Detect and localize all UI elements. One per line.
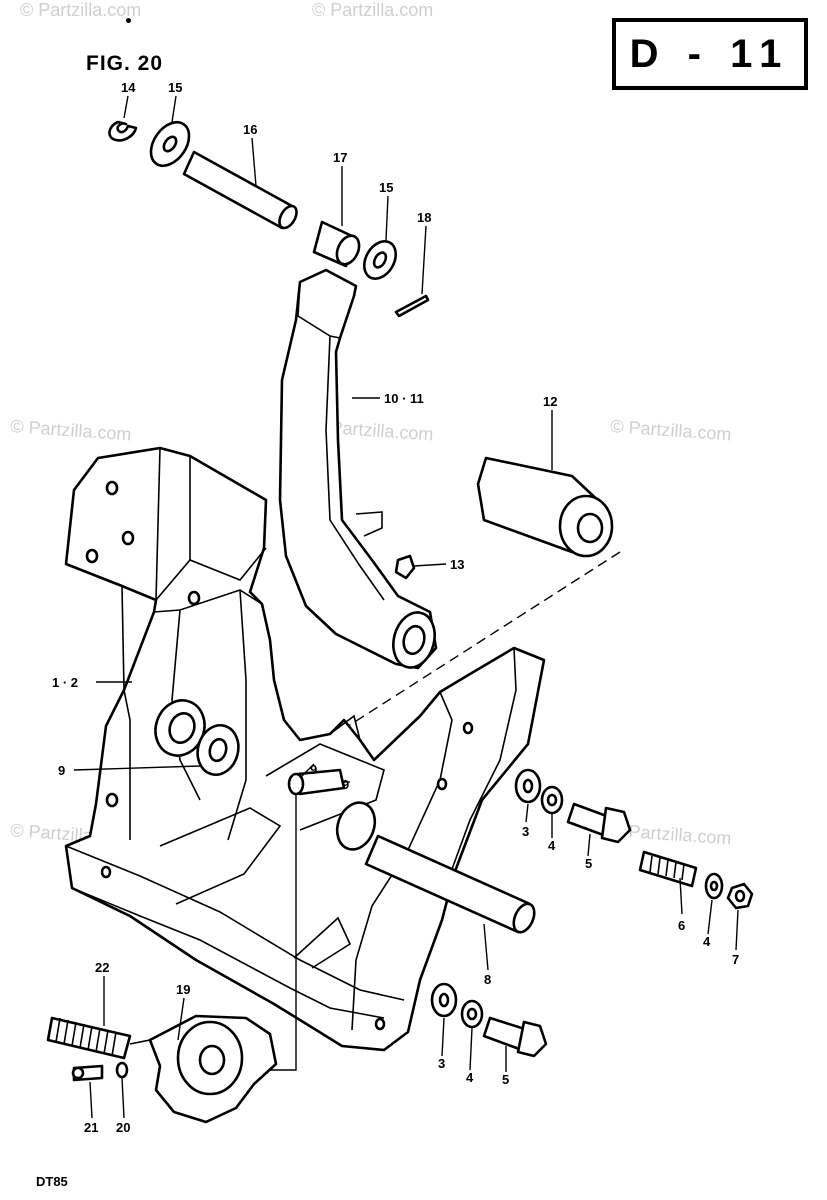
part-20-washer bbox=[115, 1061, 129, 1079]
figure-label: FIG. 20 bbox=[86, 52, 163, 75]
lever-arm-edge bbox=[297, 281, 341, 339]
bracket-hole bbox=[100, 865, 112, 879]
part-21-screw-head bbox=[71, 1066, 85, 1080]
part-8-shaft-collar bbox=[335, 801, 377, 851]
callout-5: 5 bbox=[585, 856, 592, 871]
callout-5: 5 bbox=[502, 1072, 509, 1087]
callout-9: 9 bbox=[58, 763, 65, 778]
callout-15: 15 bbox=[379, 180, 393, 195]
lever-arm-tab bbox=[355, 511, 383, 537]
bracket-hole bbox=[85, 548, 99, 564]
watermark: © Partzilla.com bbox=[10, 416, 132, 444]
part-6-stud bbox=[638, 850, 698, 888]
bracket-edge bbox=[227, 589, 247, 841]
bracket-web bbox=[329, 714, 361, 741]
part-4-washer-hole bbox=[466, 1007, 478, 1021]
callout-13: 13 bbox=[450, 557, 464, 572]
callout-15: 15 bbox=[168, 80, 182, 95]
watermark: © Partzilla.com bbox=[610, 416, 732, 444]
callout-10-11: 10 · 11 bbox=[384, 391, 424, 406]
bracket-edge bbox=[65, 547, 267, 601]
part-19-lever-bore bbox=[198, 1044, 226, 1076]
bracket-edge bbox=[121, 585, 131, 840]
bracket-edge bbox=[153, 589, 263, 613]
bracket-pivot-bore bbox=[168, 712, 196, 744]
callout-12: 12 bbox=[543, 394, 557, 409]
callout-leaders bbox=[73, 95, 739, 1119]
callout-18: 18 bbox=[417, 210, 431, 225]
part-18-cotter-pin bbox=[394, 294, 430, 318]
part-13-grease-nipple bbox=[394, 554, 416, 580]
watermark: © Partzilla.com bbox=[20, 0, 141, 20]
part-6-stud-thread bbox=[649, 855, 685, 881]
bracket-hole bbox=[462, 721, 474, 735]
bracket-edge bbox=[71, 887, 385, 1019]
lever-arm-bore bbox=[402, 624, 426, 656]
watermark: © Partzilla.com bbox=[312, 0, 433, 20]
callout-4: 4 bbox=[703, 934, 711, 949]
part-12-sleeve-bore bbox=[576, 512, 604, 544]
bracket-hole bbox=[187, 590, 201, 606]
page-code-box: D - 11 bbox=[612, 18, 808, 90]
part-16-pin-end bbox=[278, 204, 298, 230]
callout-16: 16 bbox=[243, 122, 257, 137]
part-3-washer-hole bbox=[438, 992, 450, 1008]
callout-9: 9 bbox=[310, 762, 317, 777]
bracket-hole bbox=[436, 777, 448, 791]
bracket-edge bbox=[155, 447, 161, 601]
part-10-11-lever-arm bbox=[278, 268, 438, 670]
bracket-hole bbox=[105, 480, 119, 496]
part-7-nut-hole bbox=[734, 889, 746, 903]
part-14-clip bbox=[108, 120, 138, 142]
callout-14: 14 bbox=[121, 80, 136, 95]
lever-arm-edge bbox=[325, 335, 385, 601]
part-3-washer-hole bbox=[522, 778, 534, 794]
model-code: DT85 bbox=[36, 1174, 68, 1189]
part-16-pin bbox=[182, 150, 294, 230]
bracket-cutout bbox=[159, 807, 282, 905]
callout-9: 9 bbox=[342, 777, 349, 792]
callout-17: 17 bbox=[333, 150, 347, 165]
bracket-cutout bbox=[293, 916, 352, 969]
bracket-edge bbox=[65, 845, 405, 1001]
callout-21: 21 bbox=[84, 1120, 98, 1135]
callout-8: 8 bbox=[484, 972, 491, 987]
part-15-washer-hole bbox=[372, 251, 388, 269]
part-8-shaft-end bbox=[512, 902, 536, 934]
part-15-washer-hole bbox=[162, 135, 178, 153]
part-4-washer-hole bbox=[546, 793, 558, 807]
callout-22: 22 bbox=[95, 960, 109, 975]
part-5-bolt-head bbox=[600, 806, 632, 844]
callout-1-2: 1 · 2 bbox=[52, 675, 78, 690]
part-17-bushing-end bbox=[335, 234, 361, 266]
callout-4: 4 bbox=[466, 1070, 474, 1085]
assembly-centerline bbox=[341, 551, 621, 731]
part-9-bushing-hole bbox=[208, 737, 228, 763]
part-22-spring-coils bbox=[55, 1017, 117, 1057]
callout-6: 6 bbox=[678, 918, 685, 933]
part-5-bolt-head bbox=[516, 1020, 548, 1058]
page-code: D - 11 bbox=[629, 31, 791, 76]
callout-3: 3 bbox=[522, 824, 529, 839]
part-22-spring bbox=[46, 1016, 132, 1060]
callout-4: 4 bbox=[548, 838, 556, 853]
bracket-hole bbox=[105, 792, 119, 808]
callout-20: 20 bbox=[116, 1120, 130, 1135]
assembly-leader bbox=[270, 794, 297, 1071]
bracket-hole bbox=[121, 530, 135, 546]
callout-3: 3 bbox=[438, 1056, 445, 1071]
bracket-right-arm bbox=[447, 647, 517, 881]
callout-7: 7 bbox=[732, 952, 739, 967]
part-4-washer-hole bbox=[709, 880, 719, 892]
corner-mark: • bbox=[124, 14, 133, 30]
callout-19: 19 bbox=[176, 982, 190, 997]
bracket-hole bbox=[374, 1017, 386, 1031]
